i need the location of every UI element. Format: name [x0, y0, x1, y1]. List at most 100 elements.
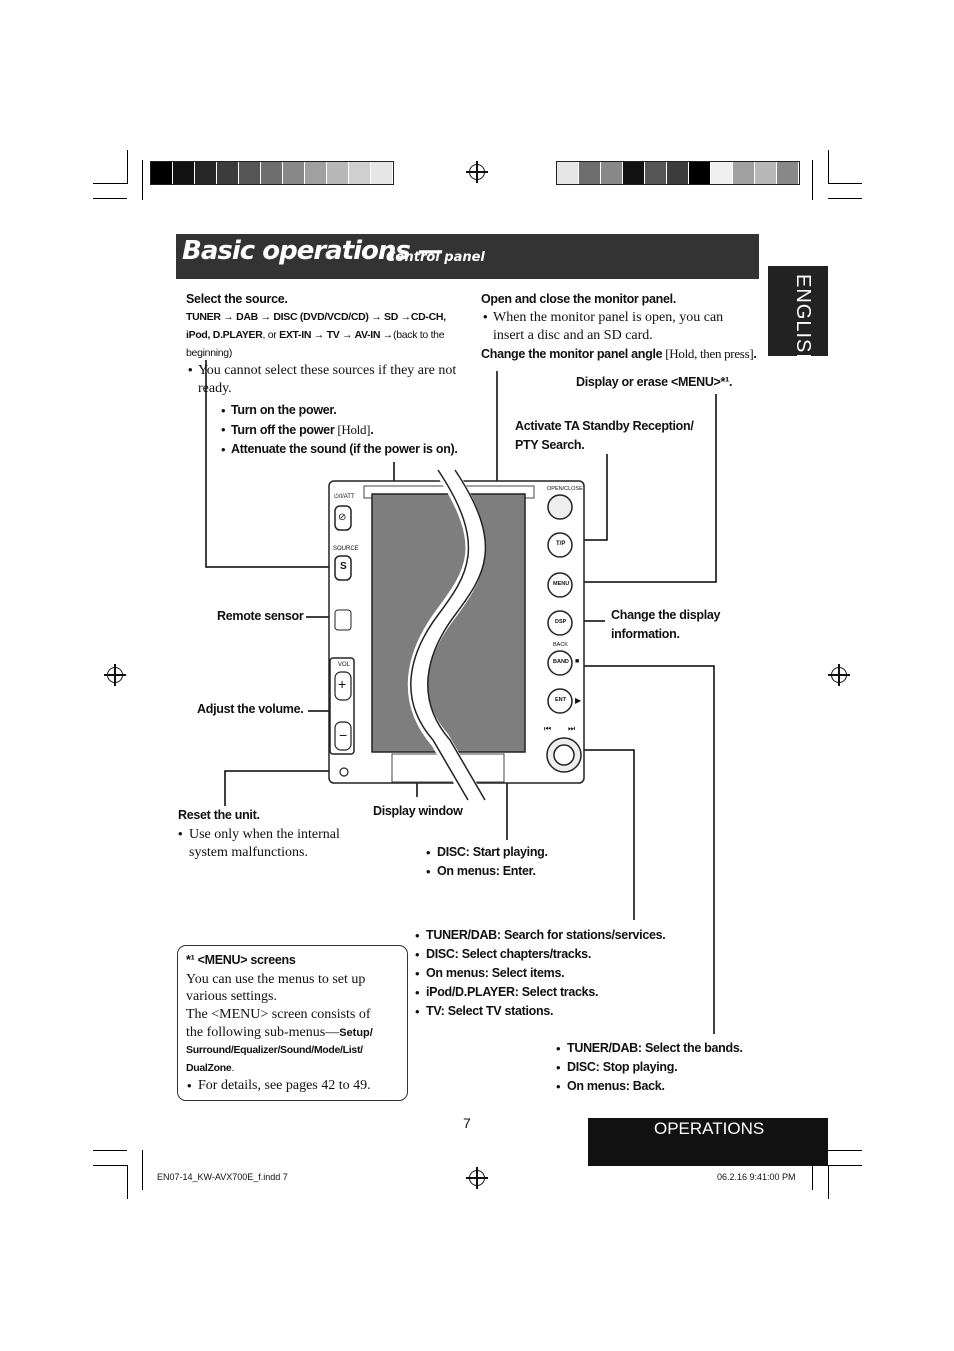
bullet: • [221, 422, 226, 437]
crop-mark [142, 1150, 143, 1190]
registration-mark [466, 161, 488, 183]
menu-screens-box [177, 945, 408, 1101]
power-button [334, 505, 352, 531]
bullet: • [415, 985, 420, 1000]
registration-mark [466, 1167, 488, 1189]
power-icon[interactable]: ⊘ [338, 512, 347, 523]
tp-button [547, 532, 573, 558]
footer-date: 06.2.16 9:41:00 PM [717, 1172, 796, 1182]
menu-box-line-4: the following sub-menus—Setup/ [186, 1025, 373, 1040]
bullet: • [426, 864, 431, 879]
callout-line [580, 749, 635, 920]
language-tab: ENGLISH [768, 266, 828, 369]
bullet: • [415, 947, 420, 962]
registration-mark [828, 664, 850, 686]
dsp-button-label[interactable]: DSP [555, 619, 567, 625]
next-icon: ⏭ [568, 724, 576, 733]
crop-mark [828, 1150, 862, 1151]
reset-note-2: system malfunctions. [189, 845, 308, 860]
reset-heading: Reset the unit. [178, 808, 260, 822]
source-icon[interactable]: S [340, 561, 347, 572]
monitor-heading: Open and close the monitor panel. [481, 292, 676, 306]
crop-mark [828, 150, 829, 184]
band-label-2: DISC: Stop playing. [567, 1060, 678, 1074]
callout-line [571, 394, 717, 583]
prev-icon: ⏮ [544, 724, 552, 733]
remote-sensor [334, 609, 352, 631]
menu-box-line-3: The <MENU> screen consists of [186, 1007, 371, 1022]
search-label-3: On menus: Select items. [426, 966, 565, 980]
power-button-label: ⏻/I/ATT [334, 494, 355, 500]
crop-mark [93, 1165, 127, 1166]
page-subtitle: Control panel [386, 250, 485, 265]
bullet: • [187, 1078, 192, 1093]
break-line [410, 469, 470, 801]
bullet: • [178, 826, 183, 841]
volume-plus-icon[interactable]: + [338, 676, 347, 692]
color-bar-right [556, 161, 800, 185]
search-label-1: TUNER/DAB: Search for stations/services. [426, 928, 666, 942]
search-label-4: iPod/D.PLAYER: Select tracks. [426, 985, 599, 999]
control-dial-knob [553, 744, 575, 766]
callout-line [224, 770, 338, 806]
stop-icon: ■ [575, 658, 580, 665]
band-button-label[interactable]: BAND [553, 659, 569, 665]
color-bar-left [150, 161, 394, 185]
crop-mark [828, 1165, 829, 1199]
bullet: • [221, 403, 226, 418]
crop-mark [127, 150, 128, 184]
crop-mark [828, 198, 862, 199]
back-label: BACK [553, 642, 568, 648]
page-title: Basic operations — [182, 236, 444, 266]
search-label-2: DISC: Select chapters/tracks. [426, 947, 591, 961]
volume-down-button [334, 721, 352, 751]
play-icon: ▶ [575, 696, 582, 705]
bullet: • [221, 442, 226, 457]
title-bar [176, 234, 759, 279]
ent-button-label[interactable]: ENT [555, 697, 566, 703]
registration-mark [104, 664, 126, 686]
callout-line [205, 360, 336, 568]
source-sequence-3: beginning) [186, 347, 233, 359]
volume-label: VOL [338, 662, 351, 668]
menu-button-label[interactable]: MENU [553, 581, 570, 587]
section-tab-label: OPERATIONS [654, 1119, 765, 1138]
source-button [334, 555, 352, 581]
bullet: • [415, 928, 420, 943]
change-display-label-1: Change the display [611, 608, 721, 622]
menu-box-line-2: various settings. [186, 989, 277, 1004]
band-label-1: TUNER/DAB: Select the bands. [567, 1041, 743, 1055]
monitor-note-1: When the monitor panel is open, you can [493, 310, 724, 325]
bullet: • [188, 362, 193, 377]
attenuate-label: Attenuate the sound (if the power is on)… [231, 442, 458, 456]
crop-mark [93, 198, 127, 199]
source-sequence-1: TUNER → DAB → DISC (DVD/VCD/CD) → SD →CD… [186, 311, 446, 323]
volume-minus-icon[interactable]: − [339, 727, 348, 743]
crop-mark [142, 160, 143, 200]
ta-label-1: Activate TA Standby Reception/ [515, 419, 694, 433]
menu-box-heading: *¹ <MENU> screens [186, 953, 296, 967]
power-off-label: Turn off the power [Hold]. [231, 422, 374, 437]
crop-mark [828, 183, 862, 184]
ta-label-2: PTY Search. [515, 438, 585, 452]
adjust-volume-label: Adjust the volume. [197, 702, 304, 716]
monitor-angle-label: Change the monitor panel angle [Hold, th… [481, 346, 757, 361]
callout-line [496, 371, 542, 495]
source-button-label: SOURCE [333, 546, 359, 552]
menu-box-line-6: DualZone. [186, 1062, 235, 1074]
menu-button [547, 572, 573, 598]
volume-up-button [334, 671, 352, 701]
band-label-3: On menus: Back. [567, 1079, 665, 1093]
dsp-button [547, 610, 573, 636]
band-button [547, 650, 573, 676]
menu-box-line-5: Surround/Equalizer/Sound/Mode/List/ [186, 1044, 363, 1056]
reset-note-1: Use only when the internal [189, 827, 340, 842]
menu-box-line-1: You can use the menus to set up [186, 972, 366, 987]
remote-sensor-label: Remote sensor [217, 609, 304, 623]
enter-label-1: DISC: Start playing. [437, 845, 548, 859]
break-line [427, 469, 487, 801]
crop-mark [812, 1150, 813, 1190]
tp-button-label[interactable]: T/P [556, 541, 566, 547]
bullet: • [556, 1079, 561, 1094]
